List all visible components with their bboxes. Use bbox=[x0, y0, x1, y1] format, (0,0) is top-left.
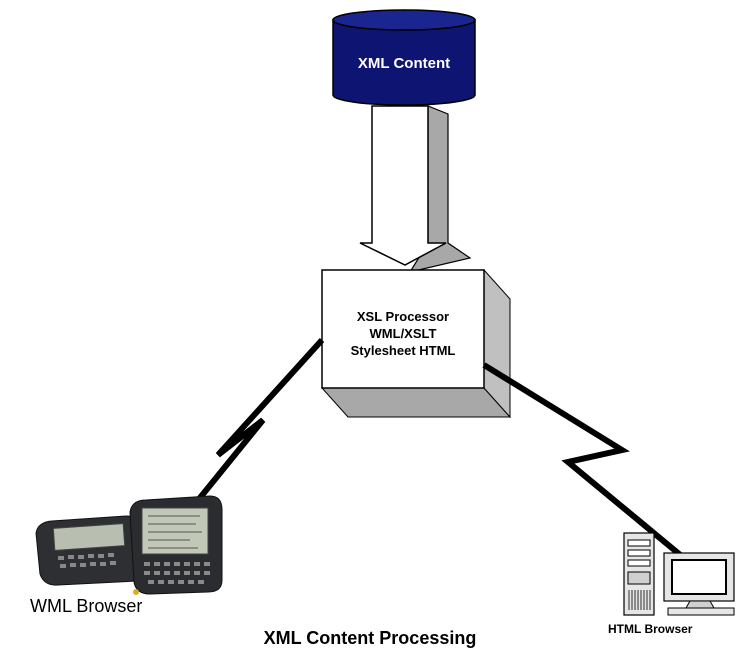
wml-device-icon bbox=[35, 495, 223, 595]
html-computer-icon bbox=[623, 532, 735, 616]
xml-content-database bbox=[332, 9, 476, 106]
flow-arrow bbox=[359, 105, 472, 273]
processor-label-line-2: WML/XSLT bbox=[369, 326, 437, 341]
wml-connection-zigzag bbox=[179, 337, 325, 522]
diagram-caption: XML Content Processing bbox=[263, 628, 477, 648]
processor-label: XSL Processor WML/XSLT Stylesheet HTML bbox=[322, 308, 484, 359]
wml-browser-label: WML Browser bbox=[30, 596, 143, 616]
processor-label-line-1: XSL Processor bbox=[356, 309, 450, 324]
html-browser-label: HTML Browser bbox=[608, 622, 693, 636]
database-label: XML Content bbox=[357, 55, 451, 72]
html-connection-zigzag bbox=[482, 362, 686, 561]
processor-label-line-3: Stylesheet HTML bbox=[350, 343, 456, 358]
